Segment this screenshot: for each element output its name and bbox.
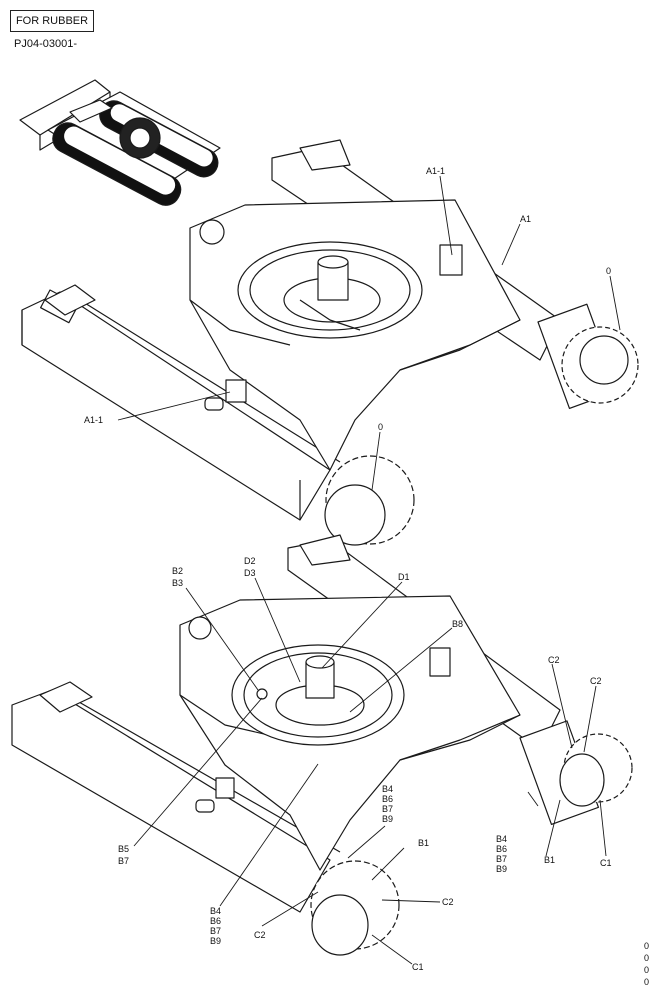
label-a1: A1 bbox=[520, 214, 532, 224]
label-group-b4-c: B4 B6 B7 B9 bbox=[210, 906, 221, 946]
label-c2-a: C2 bbox=[548, 655, 560, 665]
label-b9: B9 bbox=[496, 864, 508, 874]
label-c1-a: C1 bbox=[600, 858, 612, 868]
label-b2: B2 bbox=[172, 566, 184, 576]
drawing-code: PJ04-03001- bbox=[14, 38, 77, 50]
label-d2: D2 bbox=[244, 556, 256, 566]
variant-tag: FOR RUBBER bbox=[10, 10, 94, 32]
upper-leader-lines bbox=[117, 175, 621, 491]
label-b5: B5 bbox=[118, 844, 130, 854]
label-c1-b: C1 bbox=[412, 962, 424, 972]
label-d3: D3 bbox=[244, 568, 256, 578]
label-b4: B4 bbox=[496, 834, 508, 844]
label-c2-c: C2 bbox=[442, 897, 454, 907]
label-b7: B7 bbox=[382, 804, 394, 814]
corner-code-digit: 0 bbox=[644, 941, 650, 951]
label-b6: B6 bbox=[210, 916, 222, 926]
corner-code: 0 0 0 0 bbox=[644, 940, 649, 988]
label-b9: B9 bbox=[382, 814, 394, 824]
machine-thumbnail bbox=[19, 79, 221, 206]
label-b8: B8 bbox=[452, 619, 464, 629]
label-a1-1-top: A1-1 bbox=[426, 166, 446, 176]
label-b4: B4 bbox=[210, 906, 222, 916]
label-b1-a: B1 bbox=[418, 838, 430, 848]
label-d1: D1 bbox=[398, 572, 410, 582]
lower-leader-lines bbox=[133, 577, 607, 965]
label-c2-b: C2 bbox=[590, 676, 602, 686]
upper-frame bbox=[21, 139, 639, 546]
label-0-bottom: 0 bbox=[378, 422, 384, 432]
label-b9: B9 bbox=[210, 936, 222, 946]
label-group-b4-a: B4 B6 B7 B9 bbox=[382, 784, 393, 824]
corner-code-digit: 0 bbox=[644, 965, 650, 975]
label-b7: B7 bbox=[496, 854, 508, 864]
corner-code-digit: 0 bbox=[644, 953, 650, 963]
lower-frame bbox=[11, 534, 633, 956]
label-b6: B6 bbox=[382, 794, 394, 804]
label-0-right: 0 bbox=[606, 266, 612, 276]
label-b7: B7 bbox=[210, 926, 222, 936]
corner-code-digit: 0 bbox=[644, 977, 650, 987]
label-a1-1-left: A1-1 bbox=[84, 415, 104, 425]
label-b3: B3 bbox=[172, 578, 184, 588]
label-b1-b: B1 bbox=[544, 855, 556, 865]
label-c2-d: C2 bbox=[254, 930, 266, 940]
label-b6: B6 bbox=[496, 844, 508, 854]
label-b7: B7 bbox=[118, 856, 130, 866]
label-b4: B4 bbox=[382, 784, 394, 794]
label-group-b4-b: B4 B6 B7 B9 bbox=[496, 834, 507, 874]
